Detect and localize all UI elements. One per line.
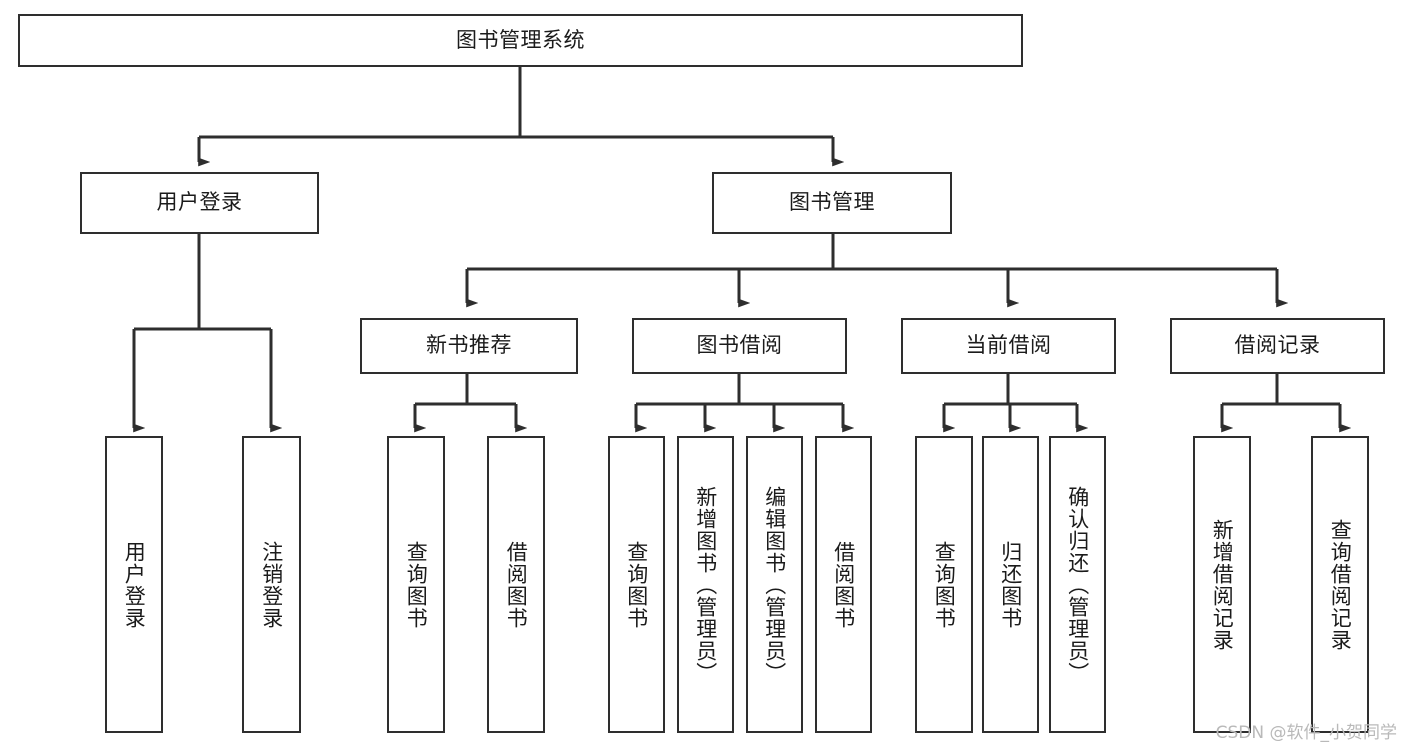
leaf-query-book-2[interactable]: 查询图书	[608, 436, 665, 733]
node-user-login-label: 用户登录	[156, 190, 243, 215]
leaf-borrow-book-2[interactable]: 借阅图书	[815, 436, 872, 733]
leaf-query-book-1[interactable]: 查询图书	[387, 436, 445, 733]
leaf-borrow-book-2-label: 借阅图书	[831, 540, 856, 629]
leaf-borrow-book-1[interactable]: 借阅图书	[487, 436, 545, 733]
leaf-user-login[interactable]: 用户登录	[105, 436, 163, 733]
leaf-add-record-label: 新增借阅记录	[1210, 518, 1235, 651]
node-current-borrow[interactable]: 当前借阅	[901, 318, 1116, 374]
node-book-manage[interactable]: 图书管理	[712, 172, 952, 234]
leaf-edit-book[interactable]: 编辑图书（管理员）	[746, 436, 803, 733]
node-book-borrow-label: 图书借阅	[696, 333, 783, 358]
leaf-logout[interactable]: 注销登录	[242, 436, 301, 733]
leaf-add-book[interactable]: 新增图书（管理员）	[677, 436, 734, 733]
node-borrow-record-label: 借阅记录	[1234, 333, 1321, 358]
leaf-query-book-3-label: 查询图书	[932, 540, 957, 629]
leaf-query-book-2-label: 查询图书	[624, 540, 649, 629]
node-book-manage-label: 图书管理	[789, 190, 875, 215]
node-current-borrow-label: 当前借阅	[965, 333, 1052, 358]
leaf-user-login-label: 用户登录	[122, 540, 147, 629]
node-new-book-rec-label: 新书推荐	[426, 333, 512, 358]
leaf-query-book-3[interactable]: 查询图书	[915, 436, 973, 733]
leaf-edit-book-label: 编辑图书（管理员）	[762, 485, 787, 684]
node-borrow-record[interactable]: 借阅记录	[1170, 318, 1385, 374]
watermark: CSDN @软件_小贺同学	[1215, 723, 1397, 743]
node-root-label: 图书管理系统	[456, 27, 585, 52]
node-user-login[interactable]: 用户登录	[80, 172, 319, 234]
leaf-query-record-label: 查询借阅记录	[1328, 518, 1353, 651]
leaf-confirm-return-label: 确认归还（管理员）	[1065, 485, 1090, 684]
leaf-add-record[interactable]: 新增借阅记录	[1193, 436, 1251, 733]
leaf-borrow-book-1-label: 借阅图书	[504, 540, 529, 629]
leaf-logout-label: 注销登录	[259, 540, 284, 629]
leaf-return-book[interactable]: 归还图书	[982, 436, 1039, 733]
leaf-query-record[interactable]: 查询借阅记录	[1311, 436, 1369, 733]
leaf-query-book-1-label: 查询图书	[404, 540, 429, 629]
node-new-book-rec[interactable]: 新书推荐	[360, 318, 578, 374]
node-root[interactable]: 图书管理系统	[18, 14, 1023, 67]
leaf-return-book-label: 归还图书	[998, 540, 1023, 629]
leaf-confirm-return[interactable]: 确认归还（管理员）	[1049, 436, 1106, 733]
node-book-borrow[interactable]: 图书借阅	[632, 318, 847, 374]
leaf-add-book-label: 新增图书（管理员）	[693, 485, 718, 684]
